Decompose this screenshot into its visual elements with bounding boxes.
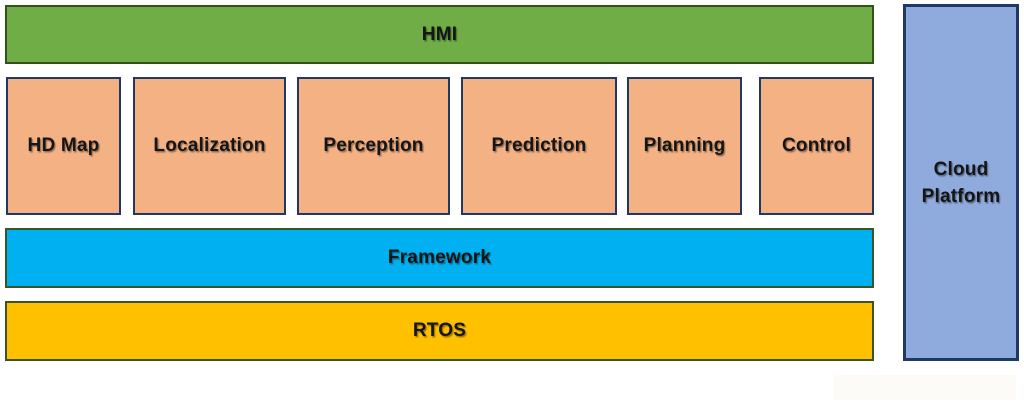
framework-label: Framework [387,247,492,268]
module-planning: Planning [627,77,742,215]
bottom-right-faint-rectangle [834,375,1016,400]
module-prediction-label: Prediction [491,135,587,156]
module-planning-label: Planning [643,135,726,156]
cloud-platform-block: Cloud Platform [903,4,1019,361]
module-perception-label: Perception [323,135,424,156]
cloud-platform-label: Cloud Platform [921,158,1001,207]
rtos-block: RTOS [5,301,874,361]
module-perception: Perception [297,77,450,215]
module-prediction: Prediction [461,77,617,215]
module-localization: Localization [133,77,286,215]
module-localization-label: Localization [153,135,266,156]
module-control: Control [759,77,874,215]
module-hd-map-label: HD Map [27,135,100,156]
hmi-block: HMI [5,5,874,64]
module-hd-map: HD Map [6,77,121,215]
rtos-label: RTOS [412,320,467,341]
module-control-label: Control [782,135,851,156]
hmi-label: HMI [421,23,458,45]
framework-block: Framework [5,228,874,288]
